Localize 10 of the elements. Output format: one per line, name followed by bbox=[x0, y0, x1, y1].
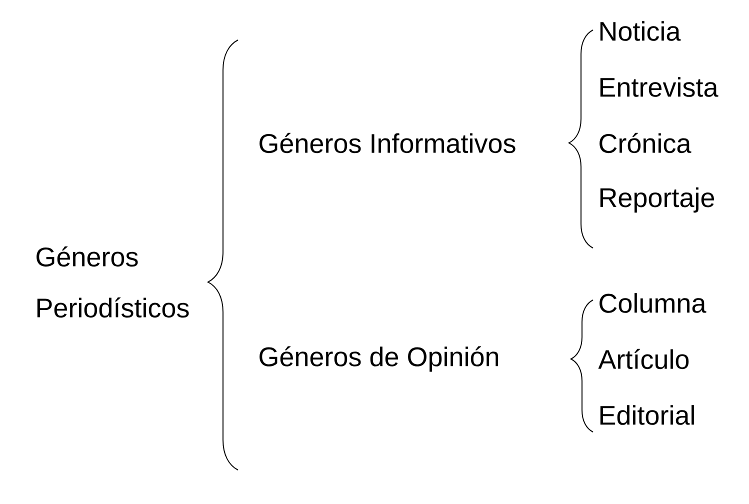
category-label: Géneros Periodísticos bbox=[36, 246, 189, 318]
category-label: Artículo bbox=[598, 348, 689, 370]
category-label: Reportaje bbox=[600, 187, 714, 213]
category-label: Entrevista bbox=[600, 77, 718, 97]
category-label: Editorial bbox=[600, 405, 694, 425]
category-label: Columna bbox=[600, 293, 706, 313]
category-label: Géneros Informativos bbox=[260, 132, 516, 154]
category-label: Géneros de Opinión bbox=[260, 346, 498, 372]
category-label: Crónica bbox=[600, 132, 692, 154]
category-label: Noticia bbox=[600, 21, 681, 41]
